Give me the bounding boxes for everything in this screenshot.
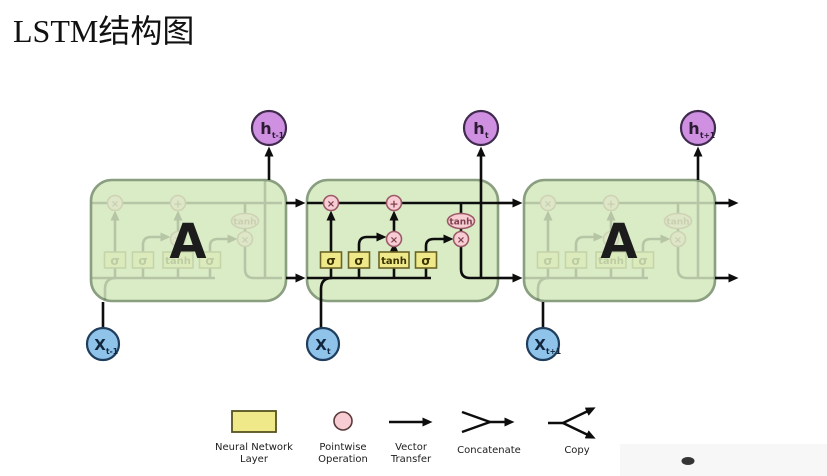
forget-mult-symbol: ×	[327, 199, 335, 210]
tanh-pointwise-op	[446, 212, 476, 230]
legend-arrow-symbols	[389, 407, 596, 439]
output-sub-prev: t-1	[272, 131, 284, 140]
output-nodes: h t-1 h t h t+1	[250, 109, 717, 147]
output-node-current	[462, 109, 500, 147]
concatenate-symbol-bottom	[461, 420, 491, 434]
output-node-labels: h t-1 h t h t+1	[260, 119, 715, 140]
external-wires	[101, 146, 739, 328]
sigma-gate-1-label: σ	[326, 254, 335, 268]
tanh-gate-label: tanh	[381, 256, 407, 267]
legend-label-concatenate: Concatenate	[457, 445, 521, 456]
sigma-gate-2-label: σ	[354, 254, 363, 268]
tanh-pointwise-label: tanh	[449, 218, 472, 228]
input-node-next	[525, 326, 561, 362]
input-sub-prev: t-1	[106, 347, 118, 356]
input-nodes: X t-1 X t X t+1	[85, 326, 561, 362]
legend-label-nn-layer-1: Neural Network	[215, 442, 293, 453]
neural-network-layer-swatch	[231, 410, 277, 433]
cell-label-next: A	[600, 214, 637, 270]
input-node-labels: X t-1 X t X t+1	[94, 336, 561, 356]
output-label-current: h	[473, 119, 484, 138]
gate-boxes	[319, 251, 438, 269]
corner-watermark-band	[620, 444, 827, 476]
legend-labels: Neural Network Layer Pointwise Operation…	[215, 442, 590, 465]
lstm-cell-internals: σ σ tanh σ × + × × tanh	[307, 180, 498, 329]
pointwise-ops	[322, 194, 476, 248]
legend: Neural Network Layer Pointwise Operation…	[215, 407, 596, 465]
corner-smudge	[681, 457, 695, 465]
input-node-current	[305, 326, 341, 362]
page-title: LSTM结构图	[13, 13, 194, 49]
legend-label-pointwise-2: Operation	[318, 454, 368, 465]
output-sub-current: t	[485, 131, 489, 140]
add-op	[385, 194, 403, 212]
forget-mult-op	[322, 194, 340, 212]
add-symbol: +	[389, 198, 398, 211]
output-label-prev: h	[260, 119, 271, 138]
cell-wires	[307, 180, 498, 329]
output-gate-arrow	[424, 234, 454, 252]
input-gate-arrow	[357, 232, 387, 252]
input-sub-current: t	[327, 347, 331, 356]
input-mult-op	[385, 230, 403, 248]
copy-symbol-top	[562, 407, 596, 425]
sigma-gate-3	[414, 251, 438, 269]
pointwise-operation-swatch	[333, 411, 353, 431]
input-label-next: X	[534, 336, 546, 354]
copy-symbol-bottom	[562, 421, 596, 439]
lstm-cell-box-prev	[89, 178, 288, 303]
input-label-current: X	[315, 336, 327, 354]
output-mult-op	[452, 230, 470, 248]
output-node-next	[679, 109, 717, 147]
sigma-gate-2	[347, 251, 371, 269]
output-sub-next: t+1	[700, 131, 715, 140]
tanh-gate	[378, 251, 410, 269]
legend-label-nn-layer-2: Layer	[240, 454, 269, 465]
legend-label-copy: Copy	[564, 445, 589, 456]
output-node-prev	[250, 109, 288, 147]
legend-label-vector-1: Vector	[395, 442, 428, 453]
sigma-gate-1	[319, 251, 343, 269]
concatenate-symbol-top	[461, 410, 491, 424]
output-mult-out-wire	[459, 247, 498, 280]
input-label-prev: X	[94, 336, 106, 354]
input-sub-next: t+1	[546, 347, 561, 356]
internal-labels: σ σ tanh σ × + × × tanh	[326, 198, 472, 269]
input-mult-symbol: ×	[390, 235, 398, 246]
output-label-next: h	[688, 119, 699, 138]
lstm-cell-box-next	[522, 178, 717, 303]
cell-label-prev: A	[169, 214, 206, 270]
sigma-gate-3-label: σ	[421, 254, 430, 268]
input-node-prev	[85, 326, 121, 362]
lstm-cell-box-current	[305, 178, 500, 303]
legend-label-vector-2: Transfer	[390, 454, 432, 465]
output-mult-symbol: ×	[457, 235, 465, 246]
legend-label-pointwise-1: Pointwise	[319, 442, 366, 453]
input-merge-wire	[319, 276, 333, 329]
